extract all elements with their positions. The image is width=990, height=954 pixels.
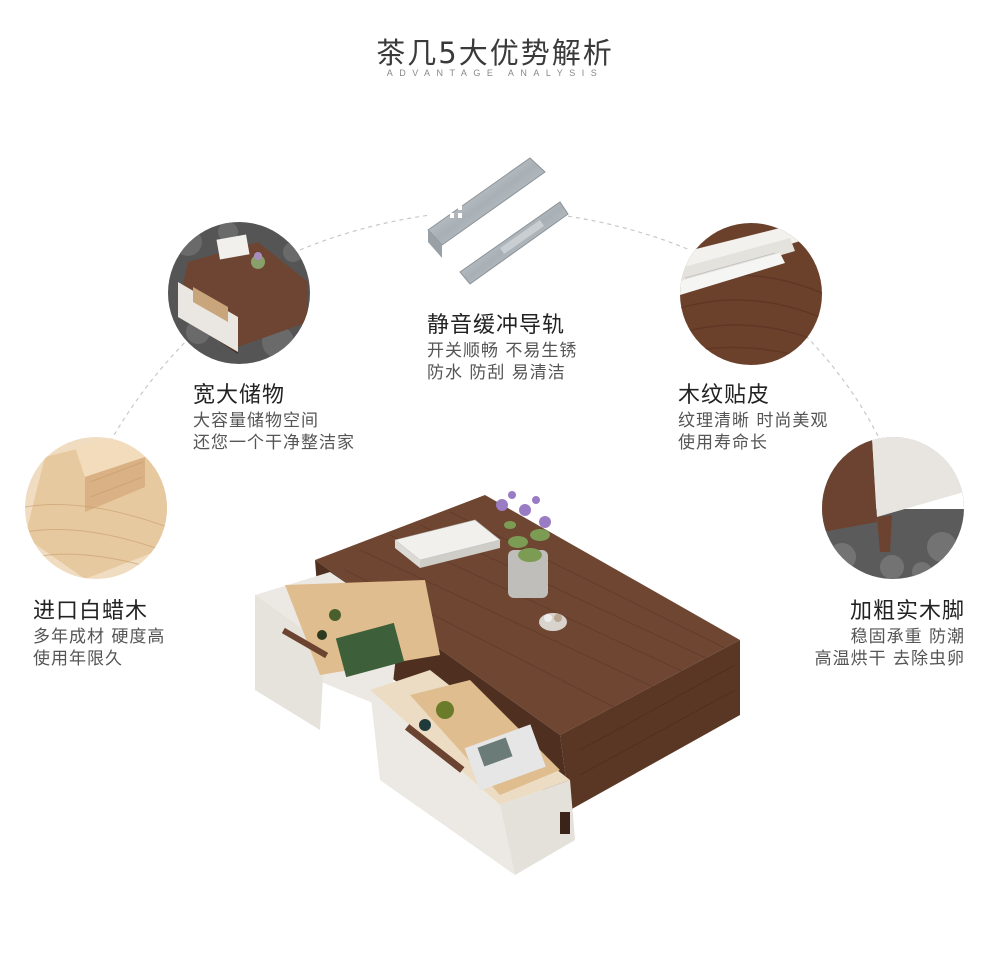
coffee-table-image (240, 480, 760, 884)
solid-wood-leg-image (822, 437, 964, 579)
feature-title-rail: 静音缓冲导轨 (427, 313, 566, 338)
feature-desc-wood-1: 多年成材 硬度高 (33, 627, 166, 647)
feature-title-wood: 进口白蜡木 (33, 599, 149, 624)
feature-desc-legs-1: 稳固承重 防潮 (850, 627, 965, 647)
feature-desc-storage-1: 大容量储物空间 (193, 411, 319, 431)
ash-wood-image (25, 437, 167, 579)
feature-desc-legs-2: 高温烘干 去除虫卵 (814, 649, 965, 669)
drawer-rail-image (420, 150, 570, 290)
feature-title-veneer: 木纹贴皮 (678, 383, 771, 408)
feature-title-legs: 加粗实木脚 (849, 599, 965, 624)
feature-desc-veneer-1: 纹理清晰 时尚美观 (678, 411, 829, 431)
feature-desc-veneer-2: 使用寿命长 (678, 433, 768, 453)
feature-desc-rail-2: 防水 防刮 易清洁 (427, 363, 566, 383)
page-title: 茶几5大优势解析 (376, 36, 614, 70)
feature-title-storage: 宽大储物 (193, 383, 286, 408)
feature-desc-storage-2: 还您一个干净整洁家 (193, 433, 355, 453)
feature-desc-rail-1: 开关顺畅 不易生锈 (427, 341, 578, 361)
page-subtitle: ADVANTAGE ANALYSIS (386, 68, 604, 78)
feature-desc-wood-2: 使用年限久 (33, 649, 123, 669)
storage-drawer-image (168, 222, 310, 364)
wood-veneer-image (680, 223, 822, 365)
